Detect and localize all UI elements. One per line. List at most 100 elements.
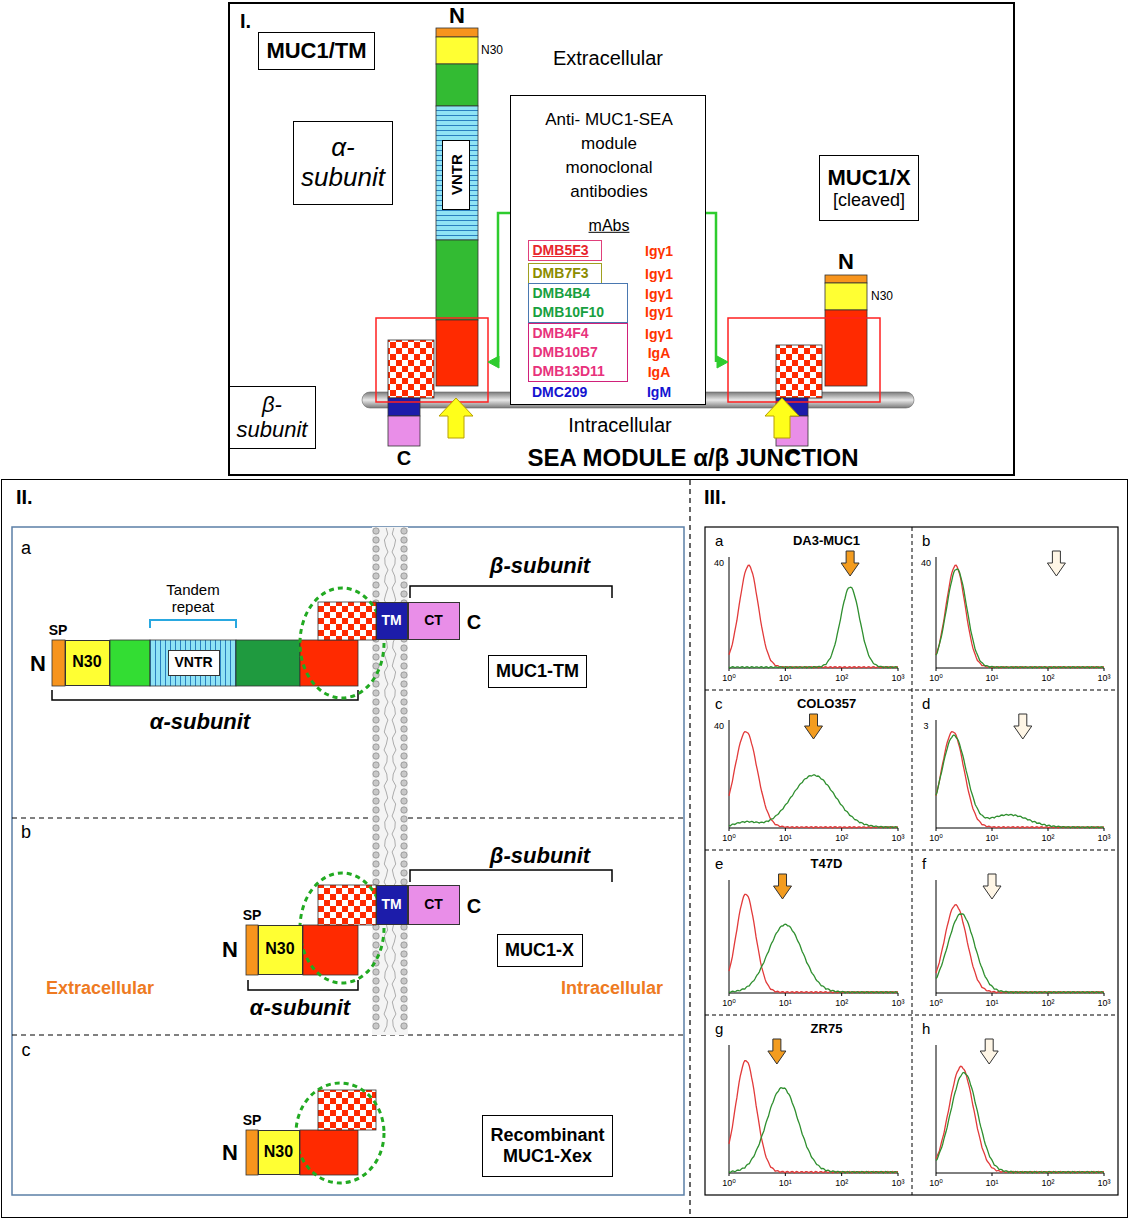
axis-tick (841, 828, 842, 831)
lipid-head (401, 654, 407, 660)
domain-block (776, 345, 822, 398)
panel-letter: d (922, 695, 930, 712)
node-text: α- subunit (301, 133, 385, 193)
axis-tick (936, 993, 937, 996)
lipid-head (373, 861, 379, 867)
domain-block (436, 320, 478, 386)
domain-block (825, 283, 867, 310)
control-histogram (936, 565, 1104, 668)
lipid-head (401, 852, 407, 858)
marker-arrow (805, 714, 823, 739)
lipid-head (401, 870, 407, 876)
control-histogram (729, 732, 898, 828)
marker-arrow (1047, 551, 1065, 576)
axis-tick (992, 993, 993, 996)
domain-block (388, 416, 420, 446)
antibody-group: DMB7F3 (528, 263, 602, 284)
domain-block (300, 640, 358, 686)
vntr-box: VNTR (168, 650, 220, 676)
lipid-head (401, 717, 407, 723)
control-histogram (729, 565, 898, 668)
axis-tick (936, 828, 937, 831)
part-label: Extracellular (553, 47, 663, 70)
panel-letter: e (715, 855, 723, 872)
lipid-head (373, 573, 379, 579)
antibody-box: DMB5F3DMB7F3DMB4B4DMB10F10DMB4F4DMB10B7D… (510, 95, 706, 405)
node-text: VNTR (174, 654, 212, 670)
junction-arrow (439, 398, 473, 438)
panel-letter: b (922, 532, 930, 549)
vntr-box: VNTR (442, 140, 470, 210)
lipid-head (401, 951, 407, 957)
lipid-head (401, 573, 407, 579)
axis-tick-label: 10³ (891, 673, 904, 683)
lipid-head (401, 663, 407, 669)
lipid-head (401, 969, 407, 975)
axis-tick (1048, 1173, 1049, 1176)
marker-arrow (774, 874, 792, 899)
domain-block (436, 28, 478, 37)
lipid-head (373, 726, 379, 732)
lipid-head (401, 690, 407, 696)
bracket (150, 620, 236, 628)
axis-tick-label: 10⁰ (722, 833, 736, 843)
lipid-head (401, 1005, 407, 1011)
plot-axis (729, 1045, 898, 1173)
axis-tick (841, 668, 842, 671)
axis-tick (1104, 668, 1105, 671)
node-text: III. (704, 486, 726, 509)
node-text: MUC1-TM (496, 661, 579, 682)
lipid-head (401, 708, 407, 714)
lipid-head (373, 870, 379, 876)
axis-tick-label: 10⁰ (722, 1178, 736, 1188)
lipid-head (401, 699, 407, 705)
arrow-head (717, 356, 728, 368)
part-label: N (30, 651, 46, 676)
subunit-box: α- subunit (293, 121, 393, 205)
lipid-head (373, 789, 379, 795)
node-text: DMC209 (532, 384, 587, 400)
domain-block (246, 925, 258, 975)
axis-tick (1104, 1173, 1105, 1176)
part-label: N30 (871, 290, 893, 304)
lipid-head (373, 528, 379, 534)
lipid-head (373, 834, 379, 840)
part-label: C (467, 895, 481, 918)
axis-tick-label: 10³ (1097, 833, 1110, 843)
node-text: VNTR (447, 155, 464, 196)
axis-tick-label: 10² (1041, 1178, 1054, 1188)
divider (705, 850, 1118, 851)
panel-letter: a (715, 532, 723, 549)
axis-tick-label: 10⁰ (929, 833, 943, 843)
axis-tick (1048, 668, 1049, 671)
sea-ellipse (300, 588, 384, 698)
node-text: [cleaved] (833, 190, 905, 211)
lipid-head (373, 555, 379, 561)
lipid-head (373, 591, 379, 597)
panel-letter: h (922, 1020, 930, 1037)
lipid-head (373, 798, 379, 804)
control-histogram (936, 732, 1104, 828)
divider (12, 818, 684, 819)
lipid-head (401, 960, 407, 966)
title-box: MUC1-TM (488, 655, 587, 688)
lipid-head (373, 717, 379, 723)
node-text: DMB10F10 (533, 303, 605, 322)
lipid-head (401, 744, 407, 750)
axis-tick (992, 1173, 993, 1176)
node-text: DMB4B4 (533, 284, 591, 303)
lipid-head (373, 645, 379, 651)
bracket (52, 690, 358, 700)
subunit-box: β- subunit (229, 386, 316, 449)
panel-box (12, 527, 684, 1195)
plot-axis (936, 557, 1104, 668)
part-label: c (22, 1040, 31, 1061)
lipid-head (373, 1014, 379, 1020)
sample-histogram (729, 924, 898, 993)
domain-box: CT (408, 602, 460, 640)
lipid-head (373, 780, 379, 786)
axis-tick-label: 10¹ (779, 1178, 792, 1188)
domain-block (150, 640, 236, 686)
lipid-head (401, 645, 407, 651)
